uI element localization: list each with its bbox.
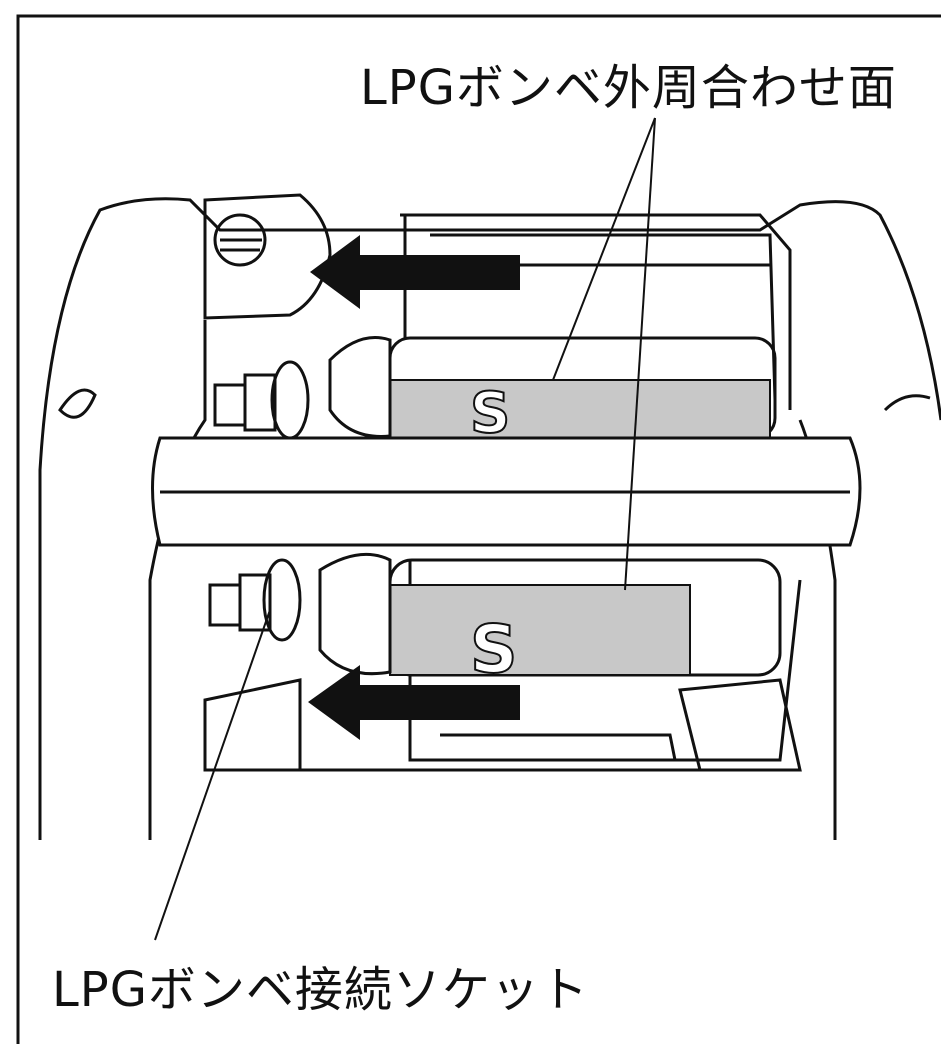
svg-text:S: S bbox=[470, 611, 518, 688]
leader-lines bbox=[154, 117, 656, 941]
figure-border bbox=[16, 14, 941, 1044]
handle-bar bbox=[151, 436, 862, 547]
lower-cylinder: S bbox=[318, 552, 782, 689]
arrow-lower bbox=[308, 665, 520, 740]
upper-socket bbox=[213, 360, 310, 440]
lower-socket bbox=[208, 558, 302, 642]
upper-cylinder: S bbox=[328, 336, 777, 447]
valve-dial bbox=[203, 193, 332, 320]
mating-surface-label: LPGボンベ外周合わせ面 bbox=[360, 60, 897, 116]
svg-text:S: S bbox=[470, 381, 510, 446]
socket-label: LPGボンベ接続ソケット bbox=[52, 962, 589, 1018]
base bbox=[203, 678, 802, 772]
arrow-upper bbox=[310, 235, 520, 309]
